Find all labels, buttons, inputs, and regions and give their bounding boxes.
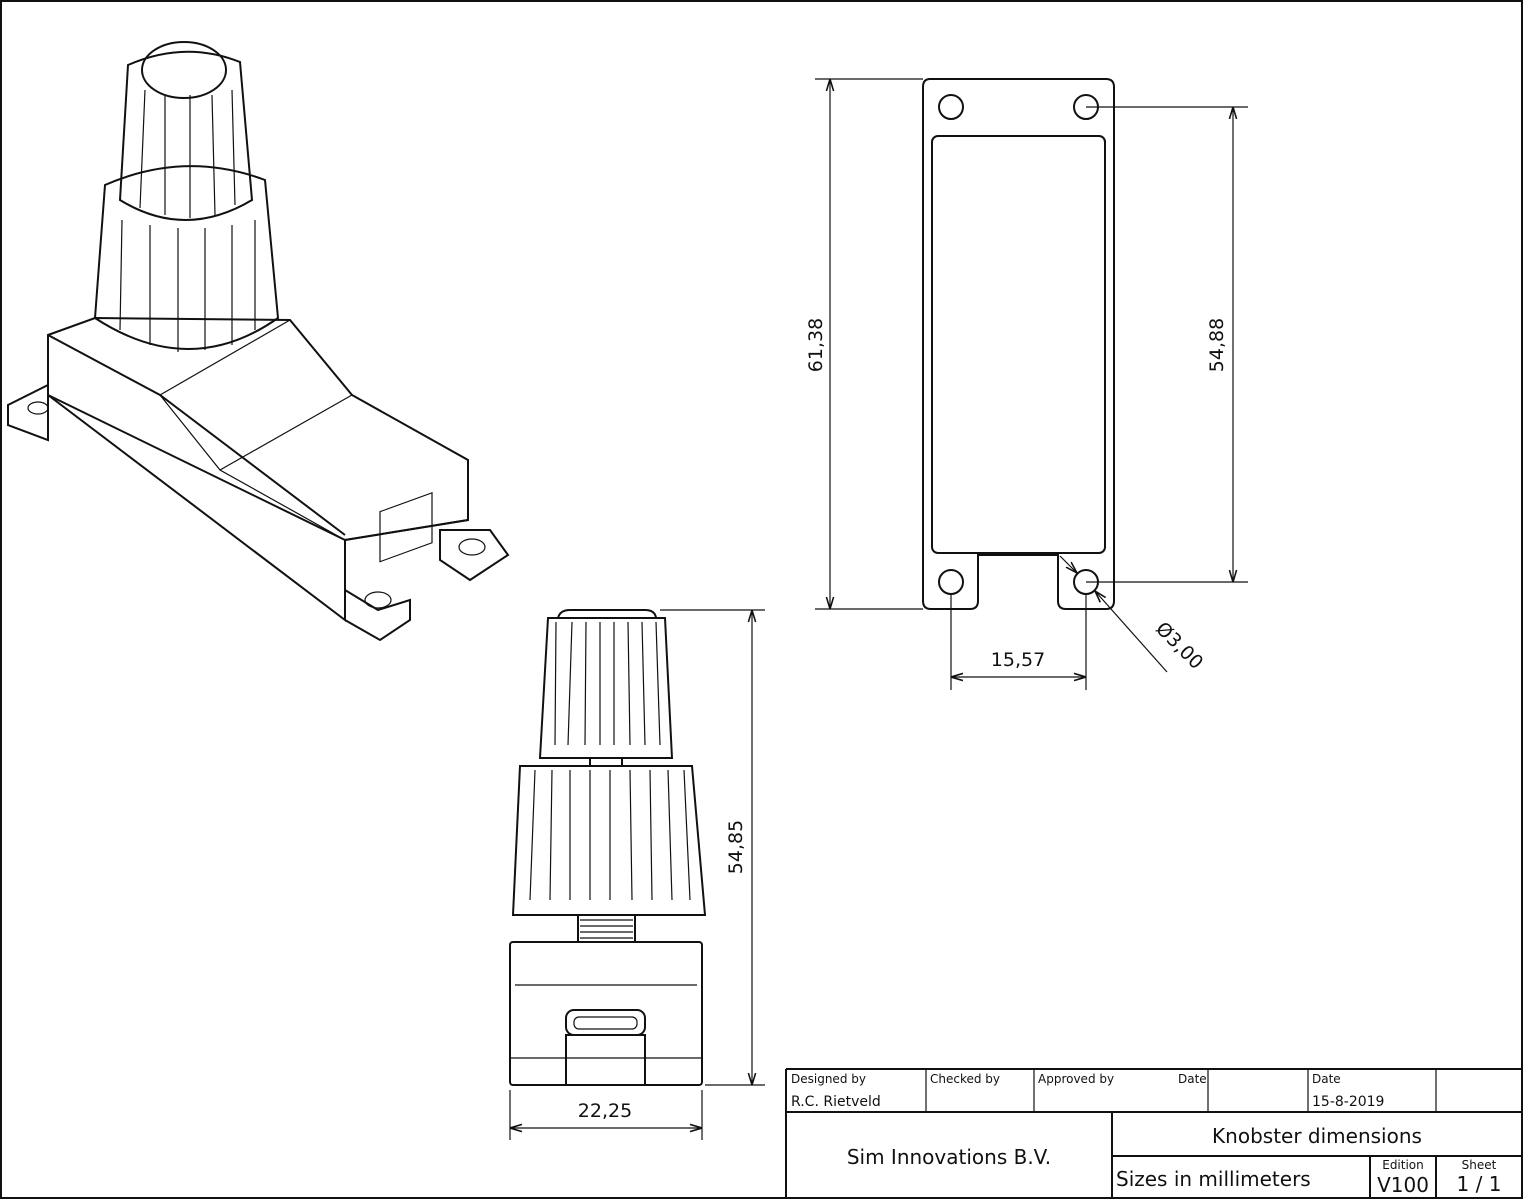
- front-view: 54,85 22,25: [509, 609, 765, 1140]
- edition-label: Edition: [1382, 1158, 1424, 1172]
- approved-by-label: Approved by: [1038, 1072, 1115, 1086]
- date-label: Date: [1312, 1072, 1341, 1086]
- date-value: 15-8-2019: [1312, 1094, 1385, 1110]
- dimension-hole-diameter: Ø3,00: [1151, 618, 1207, 674]
- drawing-title: Knobster dimensions: [1212, 1124, 1422, 1148]
- dimension-front-width: 22,25: [578, 1100, 632, 1122]
- top-view: 61,38 54,88 15,57 Ø3,00: [805, 78, 1248, 690]
- isometric-view: [7, 41, 510, 642]
- title-block-grid: [785, 1068, 1522, 1198]
- dimension-hole-spacing-vertical: 54,88: [1206, 318, 1228, 372]
- dimension-front-height: 54,85: [725, 820, 747, 874]
- sheet-value: 1 / 1: [1456, 1172, 1502, 1196]
- drawing-subtitle: Sizes in millimeters: [1116, 1167, 1311, 1191]
- approved-date-label: Date: [1178, 1072, 1207, 1086]
- checked-by-label: Checked by: [930, 1072, 1001, 1086]
- mounting-hole: [938, 569, 964, 595]
- company-name: Sim Innovations B.V.: [846, 1145, 1052, 1169]
- edition-value: V100: [1377, 1173, 1429, 1197]
- dimension-hole-spacing-horizontal: 15,57: [991, 649, 1045, 671]
- dimension-overall-height: 61,38: [805, 318, 827, 372]
- designed-by-label: Designed by: [791, 1072, 866, 1086]
- mounting-hole: [938, 94, 964, 120]
- sheet-label: Sheet: [1461, 1158, 1497, 1172]
- designed-by-value: R.C. Rietveld: [791, 1094, 881, 1110]
